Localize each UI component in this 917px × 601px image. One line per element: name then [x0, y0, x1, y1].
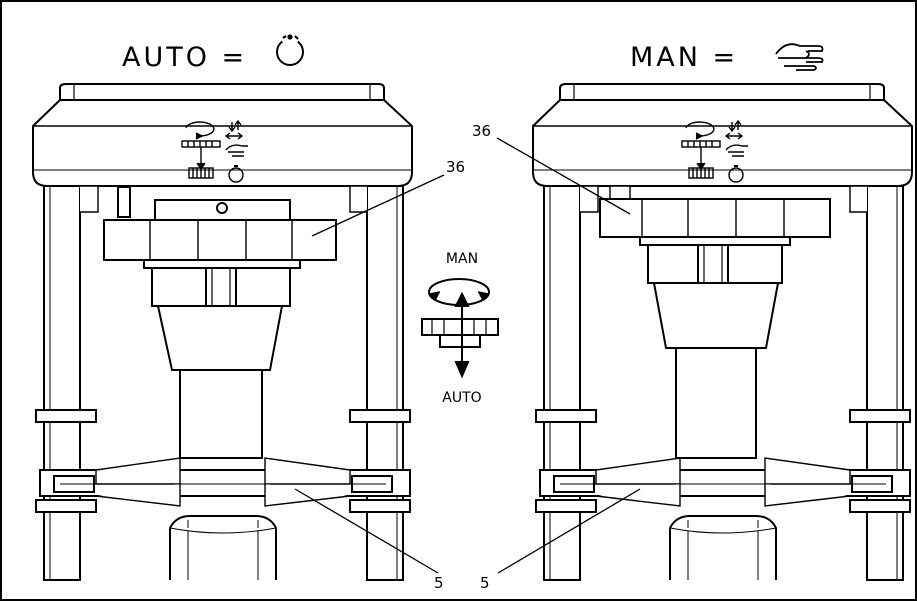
right-press-assembly — [532, 83, 913, 581]
auto-mode-title: AUTO = — [122, 42, 247, 73]
rotation-circle-icon — [276, 34, 304, 66]
adjustment-ring-36 — [599, 198, 831, 238]
left-callout-36: 36 — [446, 158, 465, 176]
knob-push-pull-icon — [421, 278, 499, 379]
right-callout-5: 5 — [480, 574, 490, 592]
man-mode-title: MAN = — [630, 42, 738, 73]
left-press-assembly — [32, 83, 413, 581]
leader-lines — [294, 137, 641, 574]
center-man-label: MAN — [446, 251, 478, 267]
hand-icon — [775, 43, 824, 71]
right-callout-36: 36 — [472, 122, 491, 140]
center-auto-label: AUTO — [442, 390, 481, 406]
adjustment-ring-36 — [103, 219, 337, 261]
left-callout-5: 5 — [434, 574, 444, 592]
